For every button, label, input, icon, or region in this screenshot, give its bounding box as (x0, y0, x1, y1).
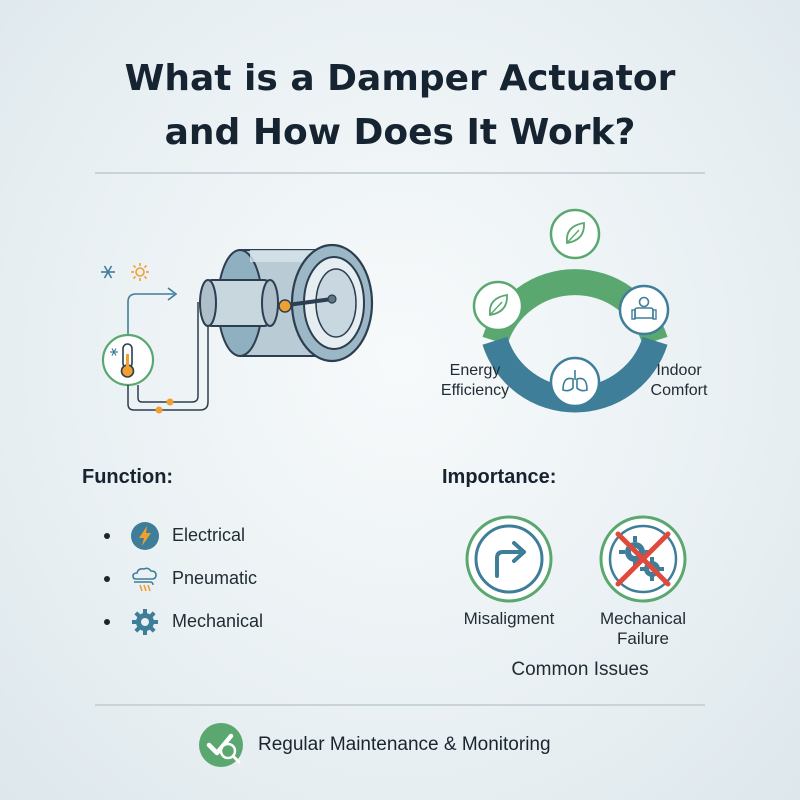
turn-arrow-icon (465, 515, 553, 603)
actuator-motor (199, 279, 337, 327)
mechanical-failure-label: Mechanical Failure (600, 609, 686, 648)
title-line-1: What is a Damper Actuator (124, 58, 676, 99)
misalignment-label: Misaligment (463, 609, 555, 628)
lungs-icon (549, 356, 601, 408)
list-item: Electrical (104, 514, 263, 557)
function-pneumatic-label: Pneumatic (172, 568, 258, 588)
leaf-icon (549, 208, 601, 260)
common-issues-caption: Common Issues (511, 659, 649, 680)
list-item: Mechanical (104, 600, 263, 643)
lightning-icon (130, 521, 160, 551)
bullet (104, 532, 110, 539)
benefit-cycle-diagram (472, 208, 670, 413)
title-line-2: and How Does It Work? (164, 112, 636, 153)
check-magnifier-icon (199, 723, 243, 767)
function-electrical-label: Electrical (172, 525, 246, 545)
control-arrow (127, 293, 174, 334)
damper-actuator-illustration (101, 243, 374, 414)
thermostat-icon (101, 333, 155, 387)
page-title: What is a Damper Actuator and How Does I… (0, 52, 800, 160)
gear-icon (130, 607, 160, 637)
sun-icon (131, 263, 149, 281)
function-mechanical-label: Mechanical (172, 611, 264, 631)
bottom-divider (95, 704, 705, 706)
bullet (104, 618, 110, 625)
energy-efficiency-label: Energy Efficiency (440, 362, 510, 399)
air-cloud-icon (130, 564, 160, 594)
function-list: Electrical Pneumatic (104, 514, 263, 643)
footer-label: Regular Maintenance & Monitoring (258, 734, 551, 755)
comfort-person-icon (618, 284, 670, 336)
footer: Regular Maintenance & Monitoring (198, 722, 551, 768)
indoor-comfort-label: Indoor Comfort (650, 362, 708, 399)
list-item: Pneumatic (104, 557, 263, 600)
top-divider (95, 172, 705, 174)
crossed-gears-icon (599, 515, 687, 603)
leaf-icon (472, 280, 524, 332)
snowflake-icon (101, 265, 115, 279)
bullet (104, 575, 110, 582)
importance-heading: Importance: (442, 466, 557, 488)
function-heading: Function: (82, 466, 174, 488)
